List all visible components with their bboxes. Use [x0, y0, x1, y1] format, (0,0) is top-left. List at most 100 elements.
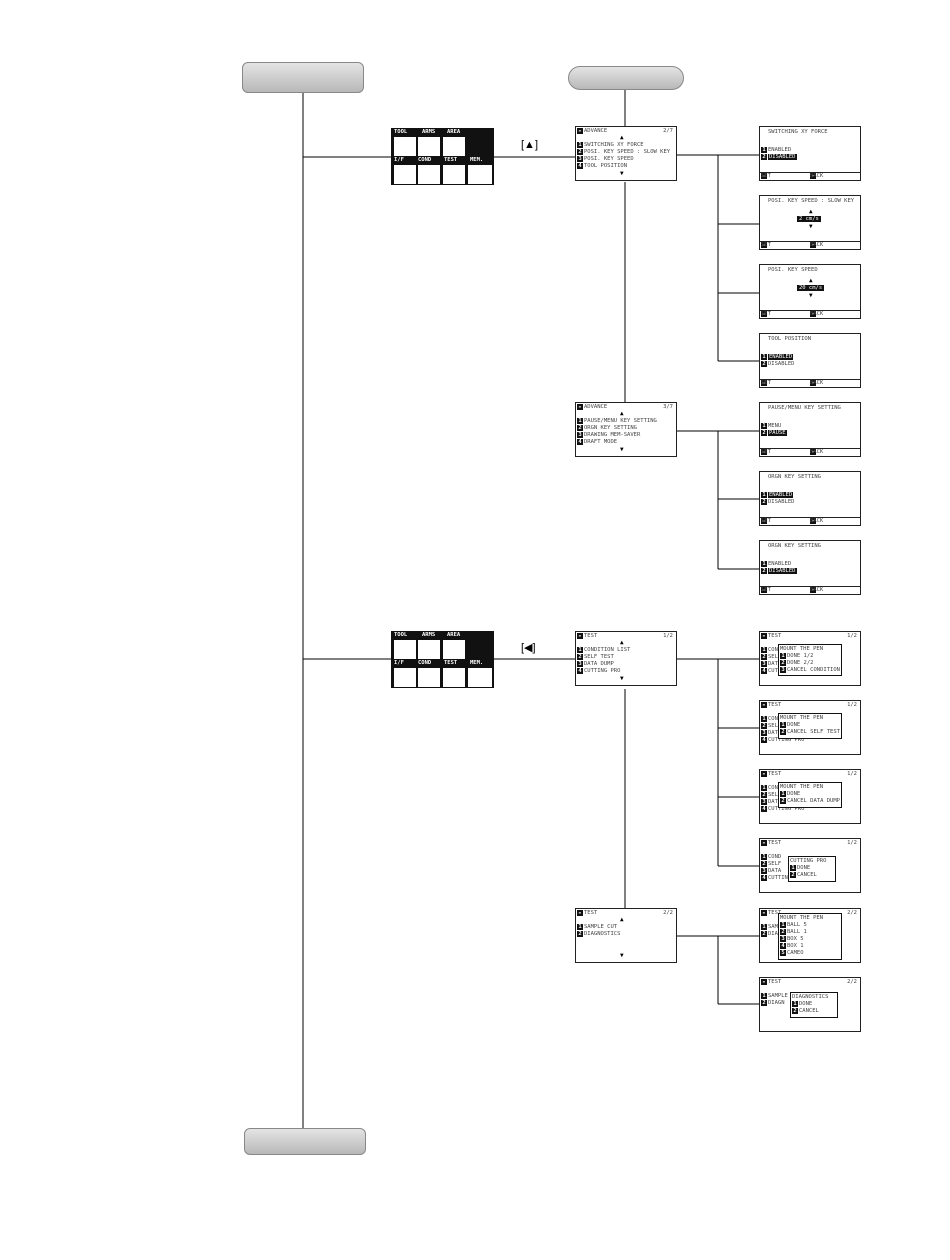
tool-tab[interactable]: TOOL [394, 632, 408, 638]
arms-tab[interactable]: ARMS [422, 129, 436, 135]
mem-tab[interactable]: MEM. [470, 660, 484, 666]
up-arrow-icon[interactable]: ▲ [620, 916, 624, 923]
previous-menu-block [242, 62, 364, 93]
up-arrow-icon[interactable]: ▲ [620, 410, 624, 417]
cond-tab[interactable]: COND [418, 660, 432, 666]
test-tab[interactable]: TEST [444, 660, 458, 666]
arms-tab[interactable]: ARMS [422, 632, 436, 638]
if-tab[interactable]: I/F [394, 660, 404, 666]
home-screen-2[interactable]: TOOL ARMS AREA I/F COND TEST MEM. [391, 631, 494, 688]
cond-tab[interactable]: COND [418, 157, 432, 163]
home-screen-1[interactable]: TOOL ARMS AREA I/F COND TEST MEM. [391, 128, 494, 185]
area-tab[interactable]: AREA [447, 632, 461, 638]
menu-icon: ≡ [577, 404, 583, 410]
up-key-label: [▲] [521, 139, 538, 151]
slow-key-speed-screen: POSI. KEY SPEED : SLOW KEY ▲ 2 cm/s ▼ ▭S… [759, 195, 861, 250]
test-tab[interactable]: TEST [444, 157, 458, 163]
menu-icon: ≡ [577, 128, 583, 134]
down-arrow-icon[interactable]: ▼ [620, 675, 624, 682]
up-arrow-icon[interactable]: ▲ [809, 277, 813, 284]
speed-value: 2 cm/s [797, 216, 821, 223]
area-tab[interactable]: AREA [447, 129, 461, 135]
down-arrow-icon[interactable]: ▼ [809, 223, 813, 230]
menu-icon: ≡ [577, 910, 583, 916]
section-header-block [568, 66, 684, 90]
menu-icon: ≡ [577, 633, 583, 639]
next-menu-block [244, 1128, 366, 1155]
down-arrow-icon[interactable]: ▼ [620, 446, 624, 453]
mem-tab[interactable]: MEM. [470, 157, 484, 163]
down-arrow-icon[interactable]: ▼ [620, 170, 624, 177]
down-arrow-icon[interactable]: ▼ [620, 952, 624, 959]
up-arrow-icon[interactable]: ▲ [809, 208, 813, 215]
up-arrow-icon[interactable]: ▲ [620, 134, 624, 141]
up-arrow-icon[interactable]: ▲ [620, 639, 624, 646]
down-arrow-icon[interactable]: ▼ [809, 292, 813, 299]
if-tab[interactable]: I/F [394, 157, 404, 163]
tool-tab[interactable]: TOOL [394, 129, 408, 135]
key-speed-screen: POSI. KEY SPEED ▲ 20 cm/s ▼ ▭SET↩BACK [759, 264, 861, 319]
